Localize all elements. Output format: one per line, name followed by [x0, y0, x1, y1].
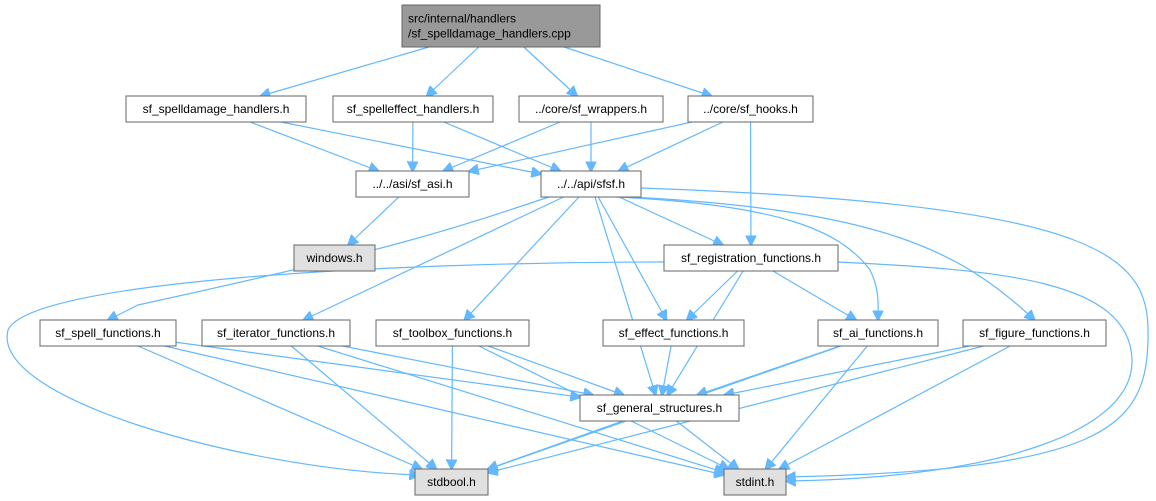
- edge-general_h-to-stdint_h: [675, 420, 738, 469]
- edge-hooks_h-to-sfsf_h: [619, 121, 724, 171]
- edge-registration_h-to-ai_fn_h: [772, 270, 856, 320]
- edge-root-to-wrappers_h: [523, 46, 577, 96]
- node-iterator-fn-h[interactable]: sf_iterator_functions.h: [201, 319, 351, 347]
- edge-iterator_fn_h-to-stdbool_h: [290, 345, 436, 469]
- node-box: [39, 319, 177, 347]
- edge-root-to-spelleffect_h: [427, 46, 480, 96]
- edge-toolbox_fn_h-to-general_h: [488, 345, 623, 395]
- edge-hooks_h-to-asi_h: [469, 121, 693, 171]
- node-box: [540, 170, 642, 198]
- node-box: [687, 95, 814, 123]
- node-spelldamage-h[interactable]: sf_spelldamage_handlers.h: [125, 95, 307, 123]
- node-box: [355, 170, 470, 198]
- edge-sfsf_h-to-effect_fn_h: [597, 196, 666, 320]
- node-label: sf_general_structures.h: [597, 401, 722, 415]
- edge-root-to-hooks_h: [563, 46, 711, 96]
- node-label: ../../api/sfsf.h: [557, 177, 625, 191]
- node-label: ../core/sf_wrappers.h: [535, 102, 647, 116]
- edge-ai_fn_h-to-stdint_h: [766, 345, 868, 469]
- node-box: [332, 95, 494, 123]
- edge-sfsf_h-to-general_h: [594, 196, 656, 395]
- edge-wrappers_h-to-asi_h: [443, 121, 561, 171]
- edge-figure_fn_h-to-stdint_h: [779, 345, 1011, 469]
- edge-spell_fn_h-to-stdint_h: [164, 345, 724, 475]
- node-toolbox-fn-h[interactable]: sf_toolbox_functions.h: [375, 319, 530, 347]
- node-figure-fn-h[interactable]: sf_figure_functions.h: [962, 319, 1107, 347]
- node-spell-fn-h[interactable]: sf_spell_functions.h: [39, 319, 177, 347]
- node-sfsf-h[interactable]: ../../api/sfsf.h: [540, 170, 642, 198]
- node-label: stdbool.h: [427, 475, 476, 489]
- edge-spelldamage_h-to-asi_h: [249, 121, 378, 171]
- node-box: [602, 319, 745, 347]
- node-stdbool-h: stdbool.h: [414, 468, 489, 496]
- node-label: sf_iterator_functions.h: [217, 326, 335, 340]
- edge-figure_fn_h-to-general_h: [725, 345, 970, 395]
- edge-effect_fn_h-to-general_h: [662, 345, 672, 395]
- edge-sfsf_h-to-spell_fn_h: [108, 196, 550, 320]
- node-label: sf_spelleffect_handlers.h: [347, 102, 480, 116]
- edge-asi_h-to-windows_h: [348, 196, 400, 245]
- node-ai-fn-h[interactable]: sf_ai_functions.h: [817, 319, 939, 347]
- nodes-layer: src/internal/handlers/sf_spelldamage_han…: [39, 4, 1107, 496]
- edge-sfsf_h-to-iterator_fn_h: [303, 196, 564, 320]
- node-label: windows.h: [305, 251, 362, 265]
- node-box: [293, 244, 376, 272]
- node-box: [817, 319, 939, 347]
- edge-sfsf_h-to-registration_h: [618, 196, 723, 245]
- edge-toolbox_fn_h-to-stdbool_h: [452, 345, 453, 469]
- edge-general_h-to-stdbool_h: [488, 420, 624, 469]
- edge-registration_h-to-stdbool_h: [6, 261, 665, 475]
- node-box: [962, 319, 1107, 347]
- node-label: ../core/sf_hooks.h: [703, 102, 798, 116]
- node-windows-h: windows.h: [293, 244, 376, 272]
- node-label: sf_ai_functions.h: [833, 326, 923, 340]
- edge-spell_fn_h-to-stdbool_h: [137, 345, 422, 469]
- node-label: ../../asi/sf_asi.h: [372, 177, 452, 191]
- node-box: [401, 4, 601, 48]
- node-label: /sf_spelldamage_handlers.cpp: [408, 27, 571, 41]
- node-hooks-h[interactable]: ../core/sf_hooks.h: [687, 95, 814, 123]
- edge-spelldamage_h-to-sfsf_h: [280, 121, 541, 174]
- node-spelleffect-h[interactable]: sf_spelleffect_handlers.h: [332, 95, 494, 123]
- node-box: [125, 95, 307, 123]
- node-box: [518, 95, 664, 123]
- edge-sfsf_h-to-figure_fn_h: [629, 196, 1035, 320]
- node-general-h[interactable]: sf_general_structures.h: [579, 394, 740, 422]
- edge-iterator_fn_h-to-stdint_h: [317, 345, 724, 472]
- node-label: sf_registration_functions.h: [681, 251, 821, 265]
- node-label: sf_spelldamage_handlers.h: [143, 102, 290, 116]
- node-label: stdint.h: [736, 475, 775, 489]
- edge-spell_fn_h-to-general_h: [175, 341, 580, 397]
- edge-registration_h-to-effect_fn_h: [687, 270, 738, 320]
- node-registration-h[interactable]: sf_registration_functions.h: [663, 244, 839, 272]
- node-box: [579, 394, 740, 422]
- edge-sfsf_h-to-stdint_h: [640, 187, 1149, 477]
- node-box: [414, 468, 489, 496]
- node-label: sf_effect_functions.h: [619, 326, 729, 340]
- edge-root-to-spelldamage_h: [261, 46, 430, 96]
- node-label: sf_figure_functions.h: [979, 326, 1090, 340]
- node-label: sf_toolbox_functions.h: [393, 326, 512, 340]
- node-wrappers-h[interactable]: ../core/sf_wrappers.h: [518, 95, 664, 123]
- edges-layer: [6, 46, 1149, 481]
- edge-sfsf_h-to-toolbox_fn_h: [465, 196, 580, 320]
- node-root[interactable]: src/internal/handlers/sf_spelldamage_han…: [401, 4, 601, 48]
- edge-registration_h-to-stdint_h: [786, 261, 1133, 481]
- node-box: [663, 244, 839, 272]
- node-box: [201, 319, 351, 347]
- node-effect-fn-h[interactable]: sf_effect_functions.h: [602, 319, 745, 347]
- node-label: src/internal/handlers: [408, 12, 516, 26]
- edge-iterator_fn_h-to-general_h: [342, 345, 593, 395]
- node-box: [723, 468, 787, 496]
- edge-sfsf_h-to-ai_fn_h: [616, 196, 878, 320]
- node-label: sf_spell_functions.h: [55, 326, 160, 340]
- node-box: [375, 319, 530, 347]
- node-asi-h[interactable]: ../../asi/sf_asi.h: [355, 170, 470, 198]
- node-stdint-h: stdint.h: [723, 468, 787, 496]
